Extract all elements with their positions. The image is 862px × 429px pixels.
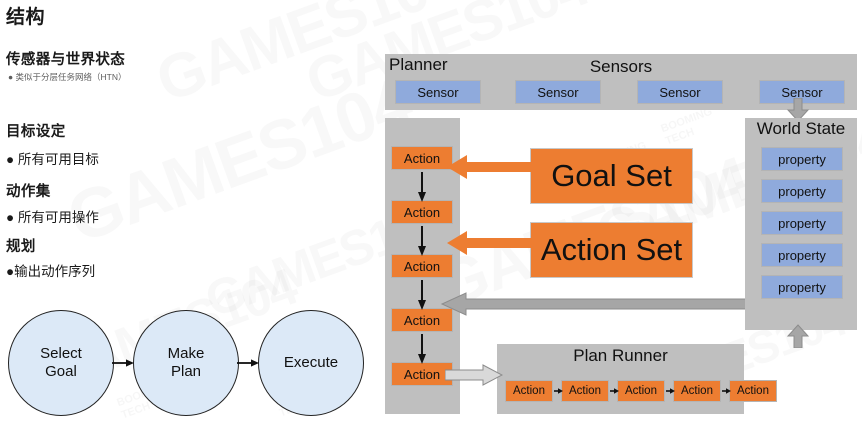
plan-runner-action-box[interactable]: Action [729,380,777,402]
sensors-panel-title: Sensors [589,57,653,76]
world-state-property-box[interactable]: property [761,275,843,299]
world-state-property-box[interactable]: property [761,179,843,203]
bullet-available-goals: ● 所有可用目标 [6,152,99,167]
plan-runner-action-box[interactable]: Action [561,380,609,402]
world-state-property-box[interactable]: property [761,147,843,171]
note-htn: ● 类似于分层任务网络（HTN） [8,72,127,82]
action-set-box[interactable]: Action Set [530,222,693,278]
arrow-right-icon [554,388,563,394]
sensor-box[interactable]: Sensor [759,80,845,104]
goal-plan-execute-flow: Select Goal Make Plan Execute [8,310,388,420]
world-state-panel-title: World State [756,119,846,138]
arrow-down-icon [418,280,426,310]
left-content-panel: 结构 传感器与世界状态 ● 类似于分层任务网络（HTN） 目标设定 ● 所有可用… [0,0,390,429]
arrow-right-icon [610,388,619,394]
arrow-up-plan-runner-to-world-state-icon [786,324,810,348]
section-heading-planning: 规划 [6,239,36,255]
flow-node-execute[interactable]: Execute [258,310,364,416]
planner-architecture-diagram: Sensors Sensor Sensor Sensor Sensor Plan… [385,54,857,416]
plan-runner-panel [497,344,744,414]
planner-action-box[interactable]: Action [391,254,453,278]
planner-action-box[interactable]: Action [391,146,453,170]
flow-node-make-plan[interactable]: Make Plan [133,310,239,416]
sensor-box[interactable]: Sensor [637,80,723,104]
arrow-right-icon [237,359,259,367]
arrow-left-goal-set-to-planner-icon [447,155,535,179]
planner-action-box[interactable]: Action [391,362,453,386]
bullet-available-actions: ● 所有可用操作 [6,210,99,225]
world-state-property-box[interactable]: property [761,243,843,267]
plan-runner-action-box[interactable]: Action [673,380,721,402]
plan-runner-action-box[interactable]: Action [617,380,665,402]
planner-action-box[interactable]: Action [391,200,453,224]
goal-set-box[interactable]: Goal Set [530,148,693,204]
arrow-right-icon [666,388,675,394]
page-title: 结构 [6,7,46,28]
arrow-right-icon [722,388,731,394]
world-state-property-box[interactable]: property [761,211,843,235]
plan-runner-action-box[interactable]: Action [505,380,553,402]
section-heading-action-set: 动作集 [6,184,51,200]
arrow-down-icon [418,226,426,256]
arrow-left-action-set-to-planner-icon [447,231,535,255]
arrow-down-icon [418,172,426,202]
plan-runner-panel-title: Plan Runner [573,346,668,365]
flow-node-select-goal[interactable]: Select Goal [8,310,114,416]
arrow-down-sensors-to-world-state-icon [786,98,810,122]
arrow-left-world-state-to-planner-icon [440,292,748,316]
section-heading-goal-setting: 目标设定 [6,124,66,140]
section-heading-sensors-world-state: 传感器与世界状态 [6,52,126,68]
planner-panel-title: Planner [389,55,448,74]
sensor-box[interactable]: Sensor [515,80,601,104]
planner-action-box[interactable]: Action [391,308,453,332]
arrow-down-icon [418,334,426,364]
bullet-output-action-sequence: ●输出动作序列 [6,264,96,279]
arrow-right-icon [112,359,134,367]
arrow-right-planner-to-plan-runner-icon [445,364,503,386]
sensor-box[interactable]: Sensor [395,80,481,104]
